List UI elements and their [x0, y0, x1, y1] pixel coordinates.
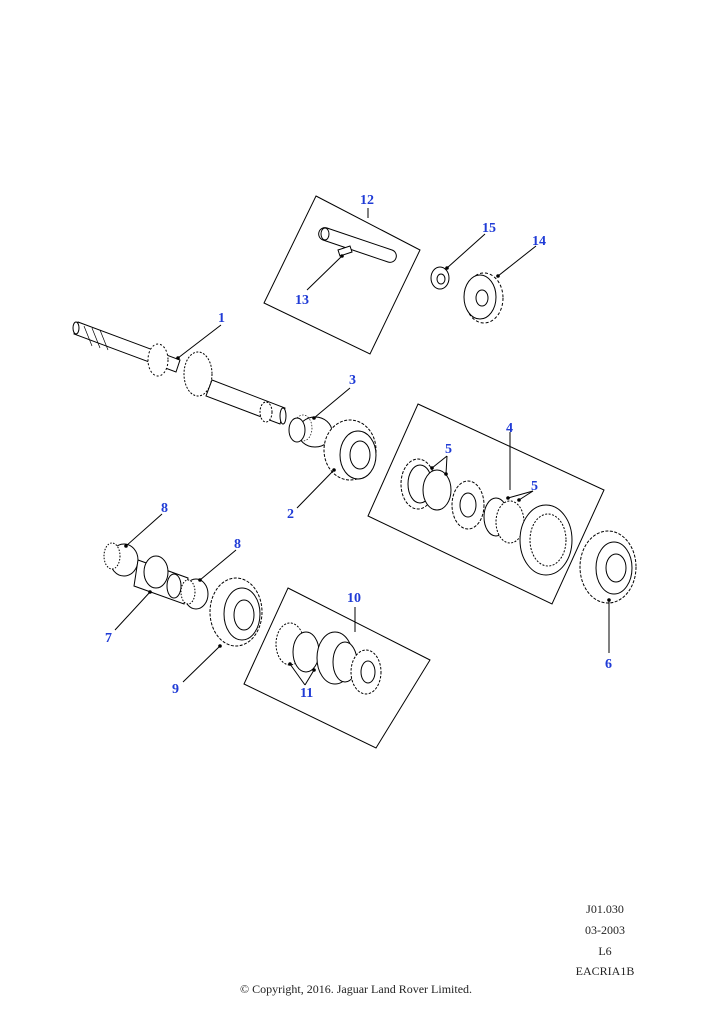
callout-15[interactable]: 15 — [482, 221, 496, 236]
callout-11[interactable]: 11 — [300, 686, 313, 701]
inset-box-10 — [243, 587, 431, 749]
diagram-model: L6 — [598, 944, 612, 958]
gear-part-6 — [579, 530, 637, 604]
callout-4[interactable]: 4 — [506, 421, 513, 436]
callout-6[interactable]: 6 — [605, 657, 612, 672]
inset-box-4 — [367, 403, 605, 605]
gear-part-9 — [209, 577, 263, 647]
key-part-13 — [337, 245, 353, 257]
layshaft-part-7 — [133, 555, 189, 605]
synchro-assembly-part-4 — [400, 458, 573, 576]
callout-7[interactable]: 7 — [105, 631, 112, 646]
gear-part-2 — [323, 419, 377, 481]
callout-8-right[interactable]: 8 — [234, 537, 241, 552]
callout-10[interactable]: 10 — [347, 591, 361, 606]
callout-9[interactable]: 9 — [172, 682, 179, 697]
mainshaft-part-1 — [72, 321, 287, 425]
diagram-date: 03-2003 — [585, 923, 625, 937]
diagram-reference: J01.030 — [586, 902, 624, 916]
bearing-part-8-left — [103, 542, 139, 577]
callout-1[interactable]: 1 — [218, 311, 225, 326]
callout-3[interactable]: 3 — [349, 373, 356, 388]
leader-lines — [114, 208, 610, 686]
callout-13[interactable]: 13 — [295, 293, 309, 308]
callout-8-left[interactable]: 8 — [161, 501, 168, 516]
copyright-notice: © Copyright, 2016. Jaguar Land Rover Lim… — [239, 982, 473, 996]
inset-box-12 — [263, 195, 421, 355]
callout-14[interactable]: 14 — [532, 234, 546, 249]
diagram-code: EACRIA1B — [575, 964, 635, 978]
callout-12[interactable]: 12 — [360, 193, 374, 208]
bearing-part-8-right — [180, 578, 209, 610]
callout-2[interactable]: 2 — [287, 507, 294, 522]
gear-part-14 — [463, 272, 504, 324]
callout-5-left[interactable]: 5 — [445, 442, 452, 457]
callout-5-right[interactable]: 5 — [531, 479, 538, 494]
pin-part-12 — [318, 227, 397, 263]
washer-part-15 — [430, 266, 450, 290]
synchro-assembly-part-10 — [275, 622, 382, 695]
leader-dots — [124, 254, 611, 672]
